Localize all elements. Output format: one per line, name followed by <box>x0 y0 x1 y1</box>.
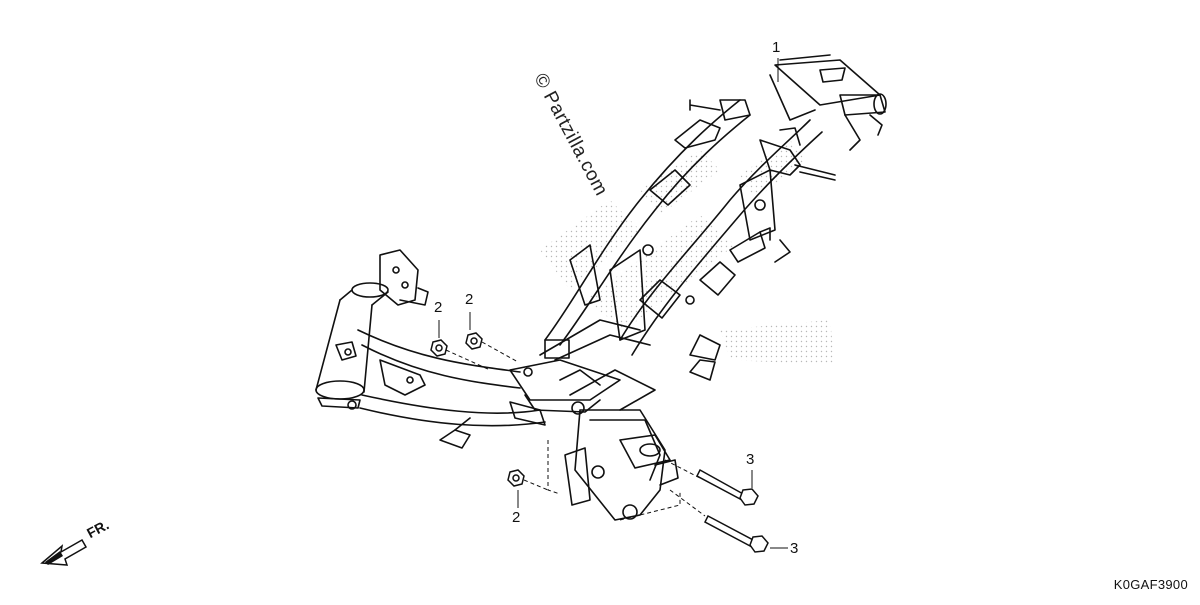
diagram-code: K0GAF3900 <box>1113 577 1188 592</box>
nut-left <box>430 339 448 357</box>
callout-3b: 3 <box>790 540 799 557</box>
callout-2a: 2 <box>434 299 443 316</box>
nut-lower <box>507 469 525 487</box>
head-pipe <box>315 249 429 410</box>
main-tubes <box>544 99 823 381</box>
callout-3a: 3 <box>746 451 755 468</box>
callout-2b: 2 <box>465 291 474 308</box>
assembly-lines <box>445 341 706 521</box>
engine-hanger <box>564 409 679 521</box>
front-direction-arrow <box>40 538 88 566</box>
callout-2c: 2 <box>512 509 521 526</box>
rear-frame <box>674 54 887 263</box>
bolt-lower <box>704 514 769 553</box>
nut-middle <box>465 332 483 350</box>
center-crossmember <box>509 319 656 426</box>
callout-1: 1 <box>772 39 781 56</box>
bolt-upper <box>696 468 759 506</box>
down-tubes <box>357 329 546 449</box>
leader-lines <box>438 58 788 549</box>
hardware <box>430 332 769 553</box>
